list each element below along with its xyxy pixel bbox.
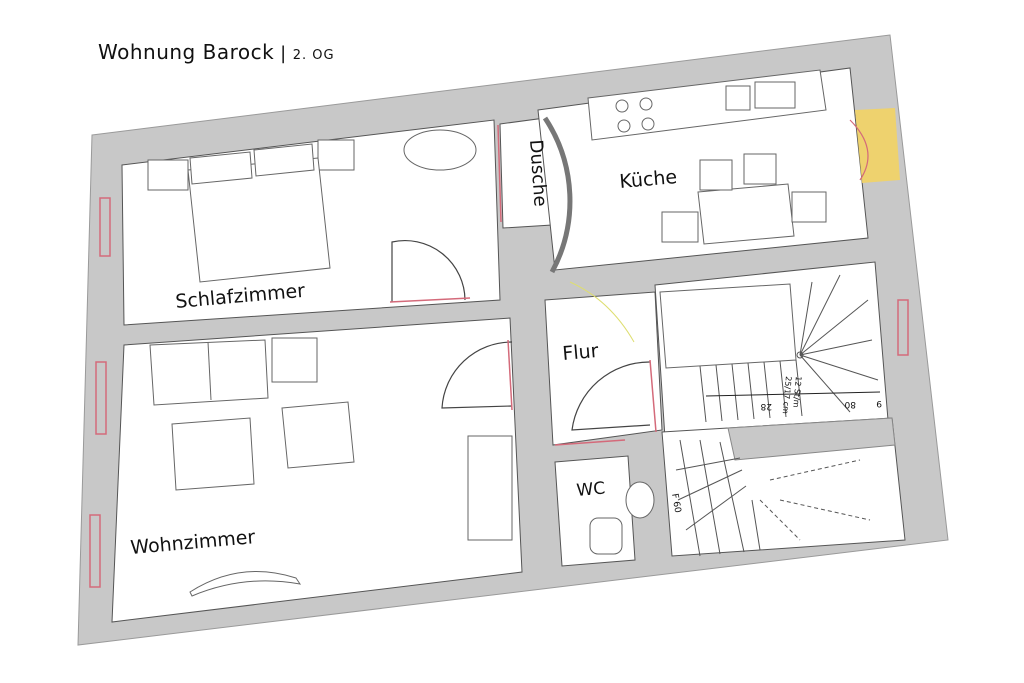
label-wc: WC [576, 479, 606, 501]
bedroom-furniture [147, 129, 477, 283]
window-living-1 [95, 361, 107, 435]
staircase [675, 274, 881, 557]
apartment-name: Wohnung Barock [98, 40, 275, 64]
floor-label: 2. OG [292, 48, 335, 63]
tv-console [189, 571, 302, 597]
bedroom-door [391, 239, 466, 302]
flur-floor [544, 291, 663, 446]
stove-burner [615, 99, 629, 113]
sideboard [467, 435, 513, 541]
wc-toilet [589, 517, 623, 555]
living-door [441, 341, 513, 409]
living-furniture [149, 337, 513, 597]
kitchen-window-highlight [849, 108, 900, 183]
wc-fixtures [589, 481, 655, 555]
chair-4 [791, 191, 827, 223]
stair-small-label: 9 [876, 398, 882, 408]
coffee-table [171, 417, 255, 491]
chair-3 [661, 211, 699, 243]
armchair [281, 401, 355, 469]
doors [391, 116, 651, 431]
door-frames [389, 124, 657, 446]
sofa [149, 339, 269, 406]
side-table [271, 337, 318, 383]
nightstand-right [317, 139, 355, 171]
window-bedroom [99, 197, 111, 257]
chair-1 [699, 159, 733, 191]
title-separator: | [280, 43, 287, 64]
kitchen-furniture [587, 69, 827, 245]
stair-width-label: 80 [844, 399, 856, 409]
sink [725, 85, 751, 111]
window-stair [897, 299, 909, 356]
stair-rise-label: 12 St/m [791, 376, 803, 408]
drain-board [754, 81, 796, 109]
shower-door-arc [542, 116, 573, 274]
window-living-2 [89, 514, 101, 588]
plan-title: Wohnung Barock| 2. OG [98, 40, 335, 64]
bed-pillow-2 [253, 143, 315, 177]
wc-door-label: F 60 [669, 493, 682, 514]
windows [89, 197, 909, 588]
chair-2 [743, 153, 777, 185]
dining-table [697, 183, 795, 245]
bathtub [403, 129, 477, 171]
stair-step-label: 25/17 cm [781, 376, 793, 415]
bed-pillow-1 [189, 151, 253, 185]
label-flur: Flur [562, 340, 600, 365]
label-kueche: Küche [619, 166, 678, 193]
stair-count-label: 28 [760, 401, 772, 411]
wc-washbasin [625, 481, 655, 519]
flur-wc-door [571, 361, 651, 431]
nightstand-left [147, 159, 189, 191]
label-dusche: Dusche [525, 139, 551, 207]
landing-block [727, 417, 896, 461]
flur-cabinet [659, 283, 797, 369]
